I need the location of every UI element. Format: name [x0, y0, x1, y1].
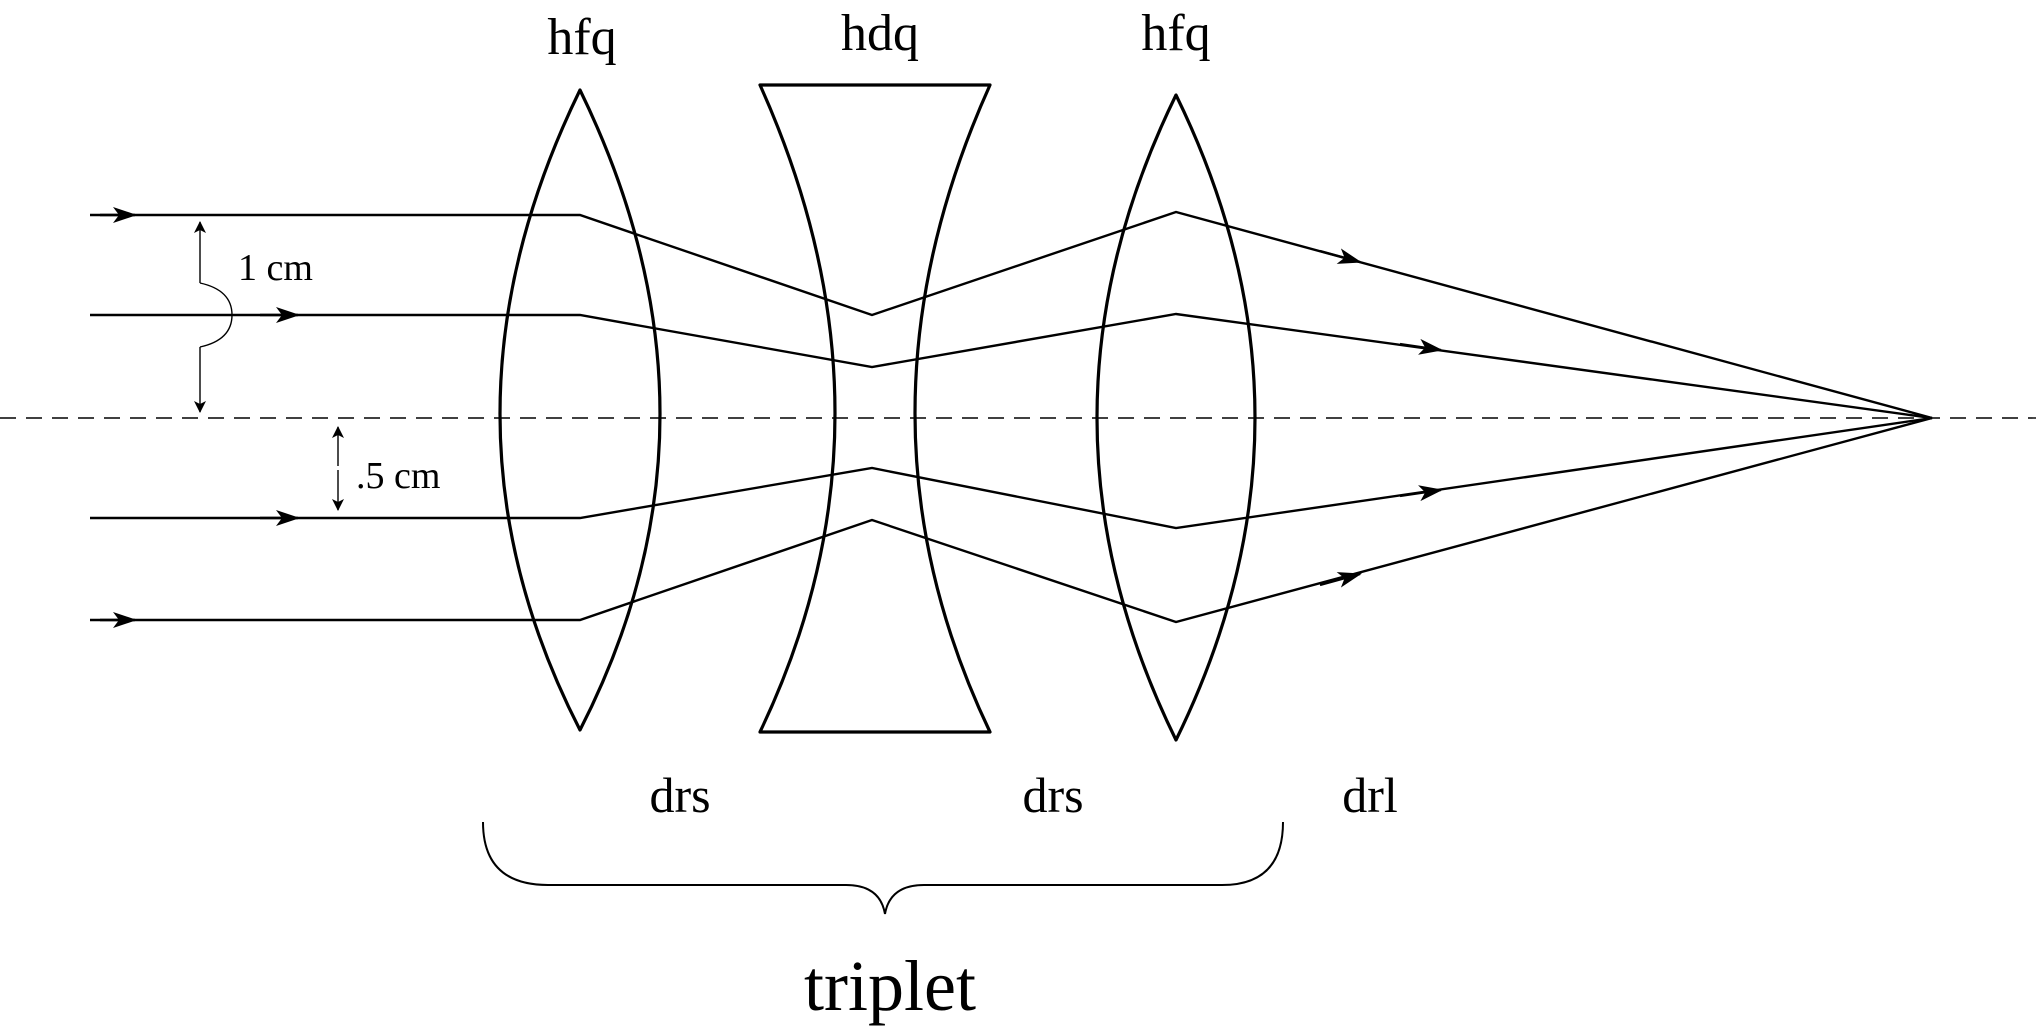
spacing-label-gap-1: drs [649, 767, 710, 823]
ray-3-arrow-out [1399, 485, 1443, 502]
ray-1-arrow-out [1319, 248, 1362, 264]
spacing-label-back: drl [1342, 767, 1398, 823]
ray-4 [90, 416, 1933, 624]
ray-2 [90, 312, 1933, 420]
ray-1 [90, 210, 1933, 420]
converging-lens-left [498, 88, 662, 732]
ray-2-arrow-out [1399, 338, 1443, 355]
lens-label-left: hfq [547, 9, 616, 66]
triplet-brace [482, 821, 1284, 915]
ray-4-arrow-out [1319, 572, 1362, 588]
dimension-label-outer: 1 cm [238, 247, 313, 289]
lens-label-center: hdq [841, 5, 919, 62]
dimension-label-inner: .5 cm [356, 455, 440, 497]
spacing-label-gap-2: drs [1022, 767, 1083, 823]
converging-lens-right [1095, 93, 1257, 742]
triplet-label: triplet [804, 946, 976, 1026]
dimension-marker-outer [194, 221, 233, 413]
lens-label-right: hfq [1141, 5, 1210, 62]
diverging-lens-center [758, 83, 992, 734]
